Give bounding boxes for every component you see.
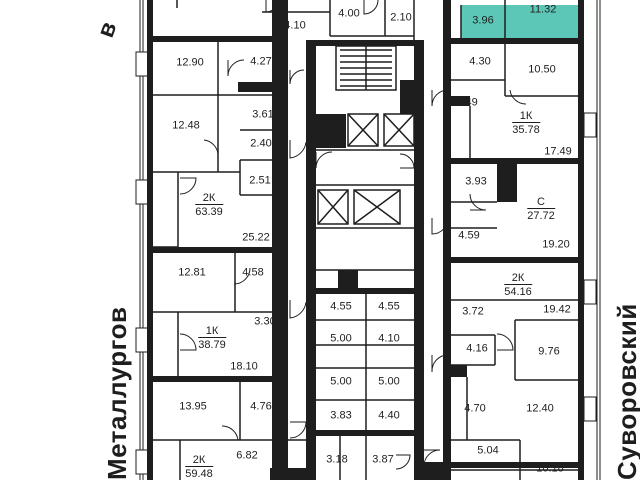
street-label-right: Суворовский [612, 303, 640, 480]
partitions [153, 0, 578, 480]
room-area: 3.61 [252, 108, 274, 121]
room-area: 4.76 [250, 400, 272, 413]
room-area: 2.40 [250, 137, 272, 150]
room-area: 18.10 [230, 360, 258, 373]
room-area: 4.27 [250, 55, 272, 68]
apartment-tag-1k-35[interactable]: 1К 35.78 [512, 110, 540, 136]
room-area: 4.10 [284, 19, 306, 32]
room-area: 4.58 [242, 266, 264, 279]
apartment-type: 2К [202, 192, 216, 204]
room-area: 19.20 [542, 238, 570, 251]
room-area: 3.30 [254, 315, 276, 328]
apartment-type: 2К [192, 454, 206, 466]
room-area: 3.18 [326, 453, 348, 466]
room-area: 12.48 [172, 119, 200, 132]
apartment-area: 54.16 [504, 284, 532, 298]
street-label-left: Металлургов [102, 306, 132, 480]
room-area: 3.87 [372, 453, 394, 466]
apartment-tag-studio-27[interactable]: С 27.72 [527, 196, 555, 222]
room-area: 4.55 [330, 300, 352, 313]
room-area: 4.55 [378, 300, 400, 313]
apartment-tag-1k-38[interactable]: 1К 38.79 [198, 325, 226, 351]
apartment-area: 27.72 [527, 208, 555, 222]
apartment-area: 35.78 [512, 122, 540, 136]
facade-lines [139, 0, 601, 480]
room-area: 3.93 [465, 175, 487, 188]
room-area: 5.04 [477, 444, 499, 457]
room-area: 13.95 [179, 400, 207, 413]
room-area: 4.30 [469, 55, 491, 68]
apartment-area: 59.48 [185, 466, 213, 480]
room-area: 11.32 [529, 3, 557, 16]
door-swings [179, 0, 527, 470]
room-area: 2.51 [249, 174, 271, 187]
apartment-type: 1К [519, 110, 533, 122]
apartment-area: 63.39 [195, 204, 223, 218]
room-area: 5.00 [330, 332, 352, 345]
room-area: 10.18 [536, 462, 564, 475]
window-markers [135, 51, 597, 475]
room-area: 19.42 [543, 303, 571, 316]
apartment-tag-2k-59[interactable]: 2К 59.48 [185, 454, 213, 480]
highlighted-apartment[interactable] [461, 5, 578, 38]
elevators [317, 113, 415, 225]
room-area: 3.96 [472, 14, 494, 27]
room-area: 5.00 [330, 375, 352, 388]
room-area: 4.40 [378, 409, 400, 422]
room-area: 12.90 [176, 56, 204, 69]
apartment-tag-2k-54[interactable]: 2К 54.16 [504, 272, 532, 298]
room-area: 6.82 [236, 449, 258, 462]
room-area: 4.10 [378, 332, 400, 345]
room-area: 4.59 [458, 229, 480, 242]
room-area: 10.50 [528, 63, 556, 76]
room-area: 12.81 [178, 266, 206, 279]
room-area: 4.00 [338, 7, 360, 20]
room-area: 17.49 [544, 145, 572, 158]
staircase [335, 45, 397, 91]
apartment-type: С [537, 196, 545, 208]
room-area: 3.72 [462, 305, 484, 318]
room-area: 3.83 [330, 409, 352, 422]
room-area: 2.10 [390, 11, 412, 24]
room-area: 9.76 [538, 345, 560, 358]
apartment-type: 2К [511, 272, 525, 284]
apartment-type: 1К [205, 325, 219, 337]
room-area: 3.49 [456, 96, 478, 109]
room-area: 5.00 [378, 375, 400, 388]
walls [147, 0, 584, 480]
room-area: 4.70 [464, 402, 486, 415]
apartment-tag-2k-63[interactable]: 2К 63.39 [195, 192, 223, 218]
room-area: 25.22 [242, 231, 270, 244]
room-area: 12.40 [526, 402, 554, 415]
apartment-area: 38.79 [198, 337, 226, 351]
room-area: 4.16 [466, 342, 488, 355]
